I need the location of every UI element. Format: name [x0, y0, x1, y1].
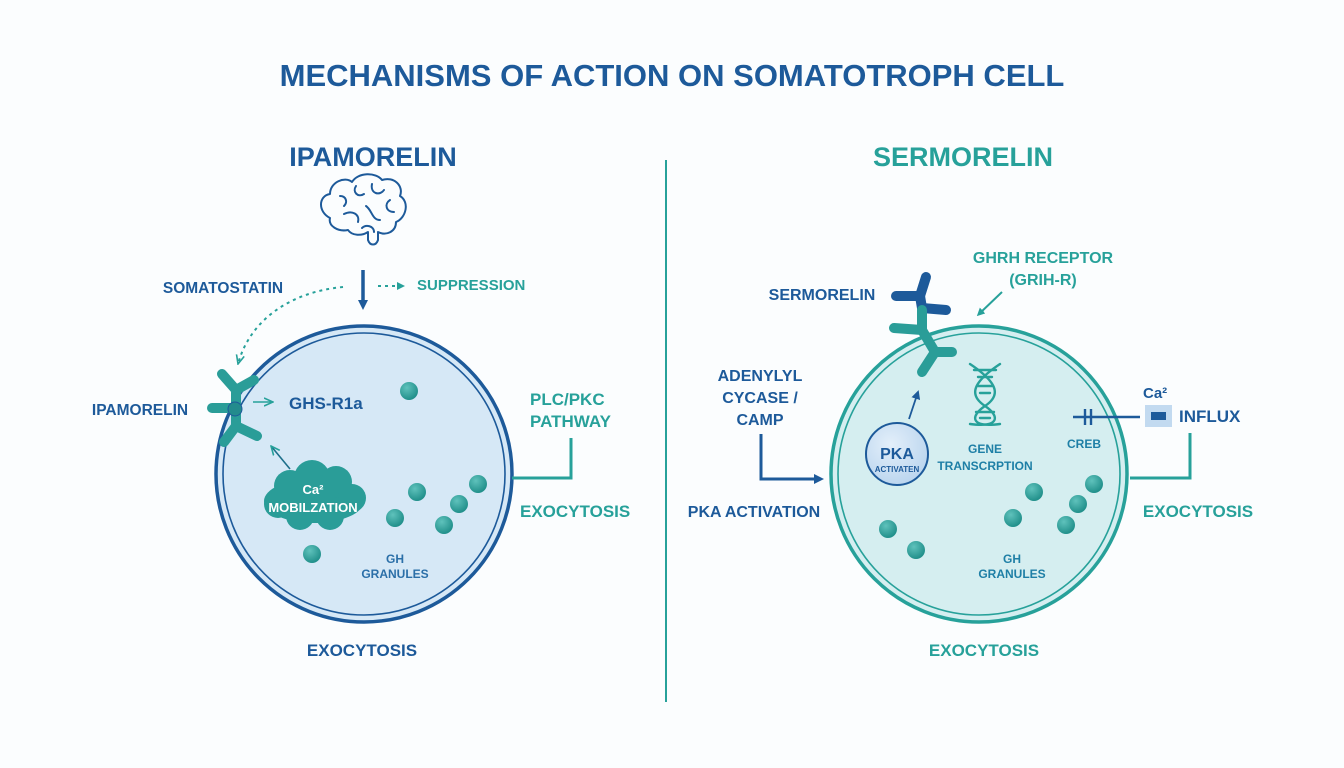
right-granules-label-2: GRANULES [978, 567, 1045, 581]
dna-icon [968, 362, 1002, 426]
ca-mobilization-label-1: Ca² [303, 482, 325, 497]
pka-badge-label-1: PKA [880, 446, 914, 463]
influx-channel-core [1151, 412, 1166, 420]
ca-mobilization-label-2: MOBILZATION [268, 500, 357, 515]
left-gh-granules [303, 382, 487, 563]
left-panel-ipamorelin: IPAMORELIN SOMATOSTATIN SUPPRESSION [92, 142, 630, 660]
brain-icon [320, 173, 407, 246]
granule [400, 382, 418, 400]
granule [879, 520, 897, 538]
granule [1069, 495, 1087, 513]
right-gh-granules [879, 475, 1103, 559]
left-exocytosis-side: EXOCYTOSIS [520, 502, 630, 521]
granule [907, 541, 925, 559]
right-exocytosis-side: EXOCYTOSIS [1143, 502, 1253, 521]
granule [386, 509, 404, 527]
influx-connector [1130, 433, 1192, 480]
somatostatin-arrow [238, 286, 344, 364]
sermorelin-ligand-label: SERMORELIN [769, 287, 876, 304]
influx-label: INFLUX [1179, 407, 1241, 426]
left-granules-label-1: GH [386, 552, 404, 566]
left-cell [214, 324, 514, 624]
granule [303, 545, 321, 563]
granule [450, 495, 468, 513]
left-heading: IPAMORELIN [289, 142, 457, 172]
left-granules-label-2: GRANULES [361, 567, 428, 581]
receptor-binding-site [227, 401, 243, 417]
creb-label: CREB [1067, 437, 1101, 451]
granule [469, 475, 487, 493]
ghs-r1a-receptor-icon [207, 369, 262, 447]
suppression-label: SUPPRESSION [417, 277, 525, 294]
adenylyl-label-2: CYCASE / [722, 390, 798, 407]
cloud-icon [264, 460, 366, 530]
gene-transcription-label-2: TRANSCRPTION [937, 459, 1032, 473]
page-title: MECHANISMS OF ACTION ON SOMATOTROPH CELL [280, 58, 1065, 93]
granule [1025, 483, 1043, 501]
adenylyl-label-1: ADENYLYL [718, 368, 803, 385]
ghrh-receptor-label-2: (GRIH-R) [1009, 272, 1077, 289]
ca-label: Ca² [1143, 385, 1167, 402]
ca-to-receptor-arrow [271, 446, 291, 470]
right-cell-inner-membrane [837, 332, 1121, 616]
right-exocytosis-bottom: EXOCYTOSIS [929, 641, 1039, 660]
granule [1085, 475, 1103, 493]
plc-pkc-label-2: PATHWAY [530, 412, 612, 431]
pka-to-receptor-arrow [908, 390, 921, 420]
left-exocytosis-bottom: EXOCYTOSIS [307, 641, 417, 660]
granule [435, 516, 453, 534]
right-cell [829, 324, 1129, 624]
ghrh-receptor-icon [889, 305, 957, 377]
receptor-pointer-arrow [976, 291, 1003, 317]
pka-badge-label-2: ACTIVATEN [875, 465, 920, 474]
adenylyl-label-3: CAMP [736, 412, 783, 429]
pka-activation-label: PKA ACTIVATION [688, 504, 820, 521]
right-panel-sermorelin: SERMORELIN GHRH RECEPTOR (GRIH-R) SERMOR… [688, 142, 1253, 660]
granule [1057, 516, 1075, 534]
right-granules-label-1: GH [1003, 552, 1021, 566]
plc-pkc-connector [512, 438, 573, 480]
channel-icon [1073, 409, 1140, 425]
right-heading: SERMORELIN [873, 142, 1053, 172]
somatostatin-label: SOMATOSTATIN [163, 280, 283, 297]
sermorelin-ligand-icon [891, 272, 951, 315]
adenylyl-to-cell-arrow [759, 434, 824, 484]
granule [1004, 509, 1022, 527]
pka-badge [865, 422, 929, 486]
ipamorelin-ligand-label: IPAMORELIN [92, 402, 188, 419]
gene-transcription-label-1: GENE [968, 442, 1002, 456]
ghrh-receptor-label-1: GHRH RECEPTOR [973, 250, 1114, 267]
left-cell-inner-membrane [222, 332, 506, 616]
ghs-r1a-label: GHS-R1a [289, 394, 363, 413]
granule [408, 483, 426, 501]
plc-pkc-label-1: PLC/PKC [530, 390, 605, 409]
